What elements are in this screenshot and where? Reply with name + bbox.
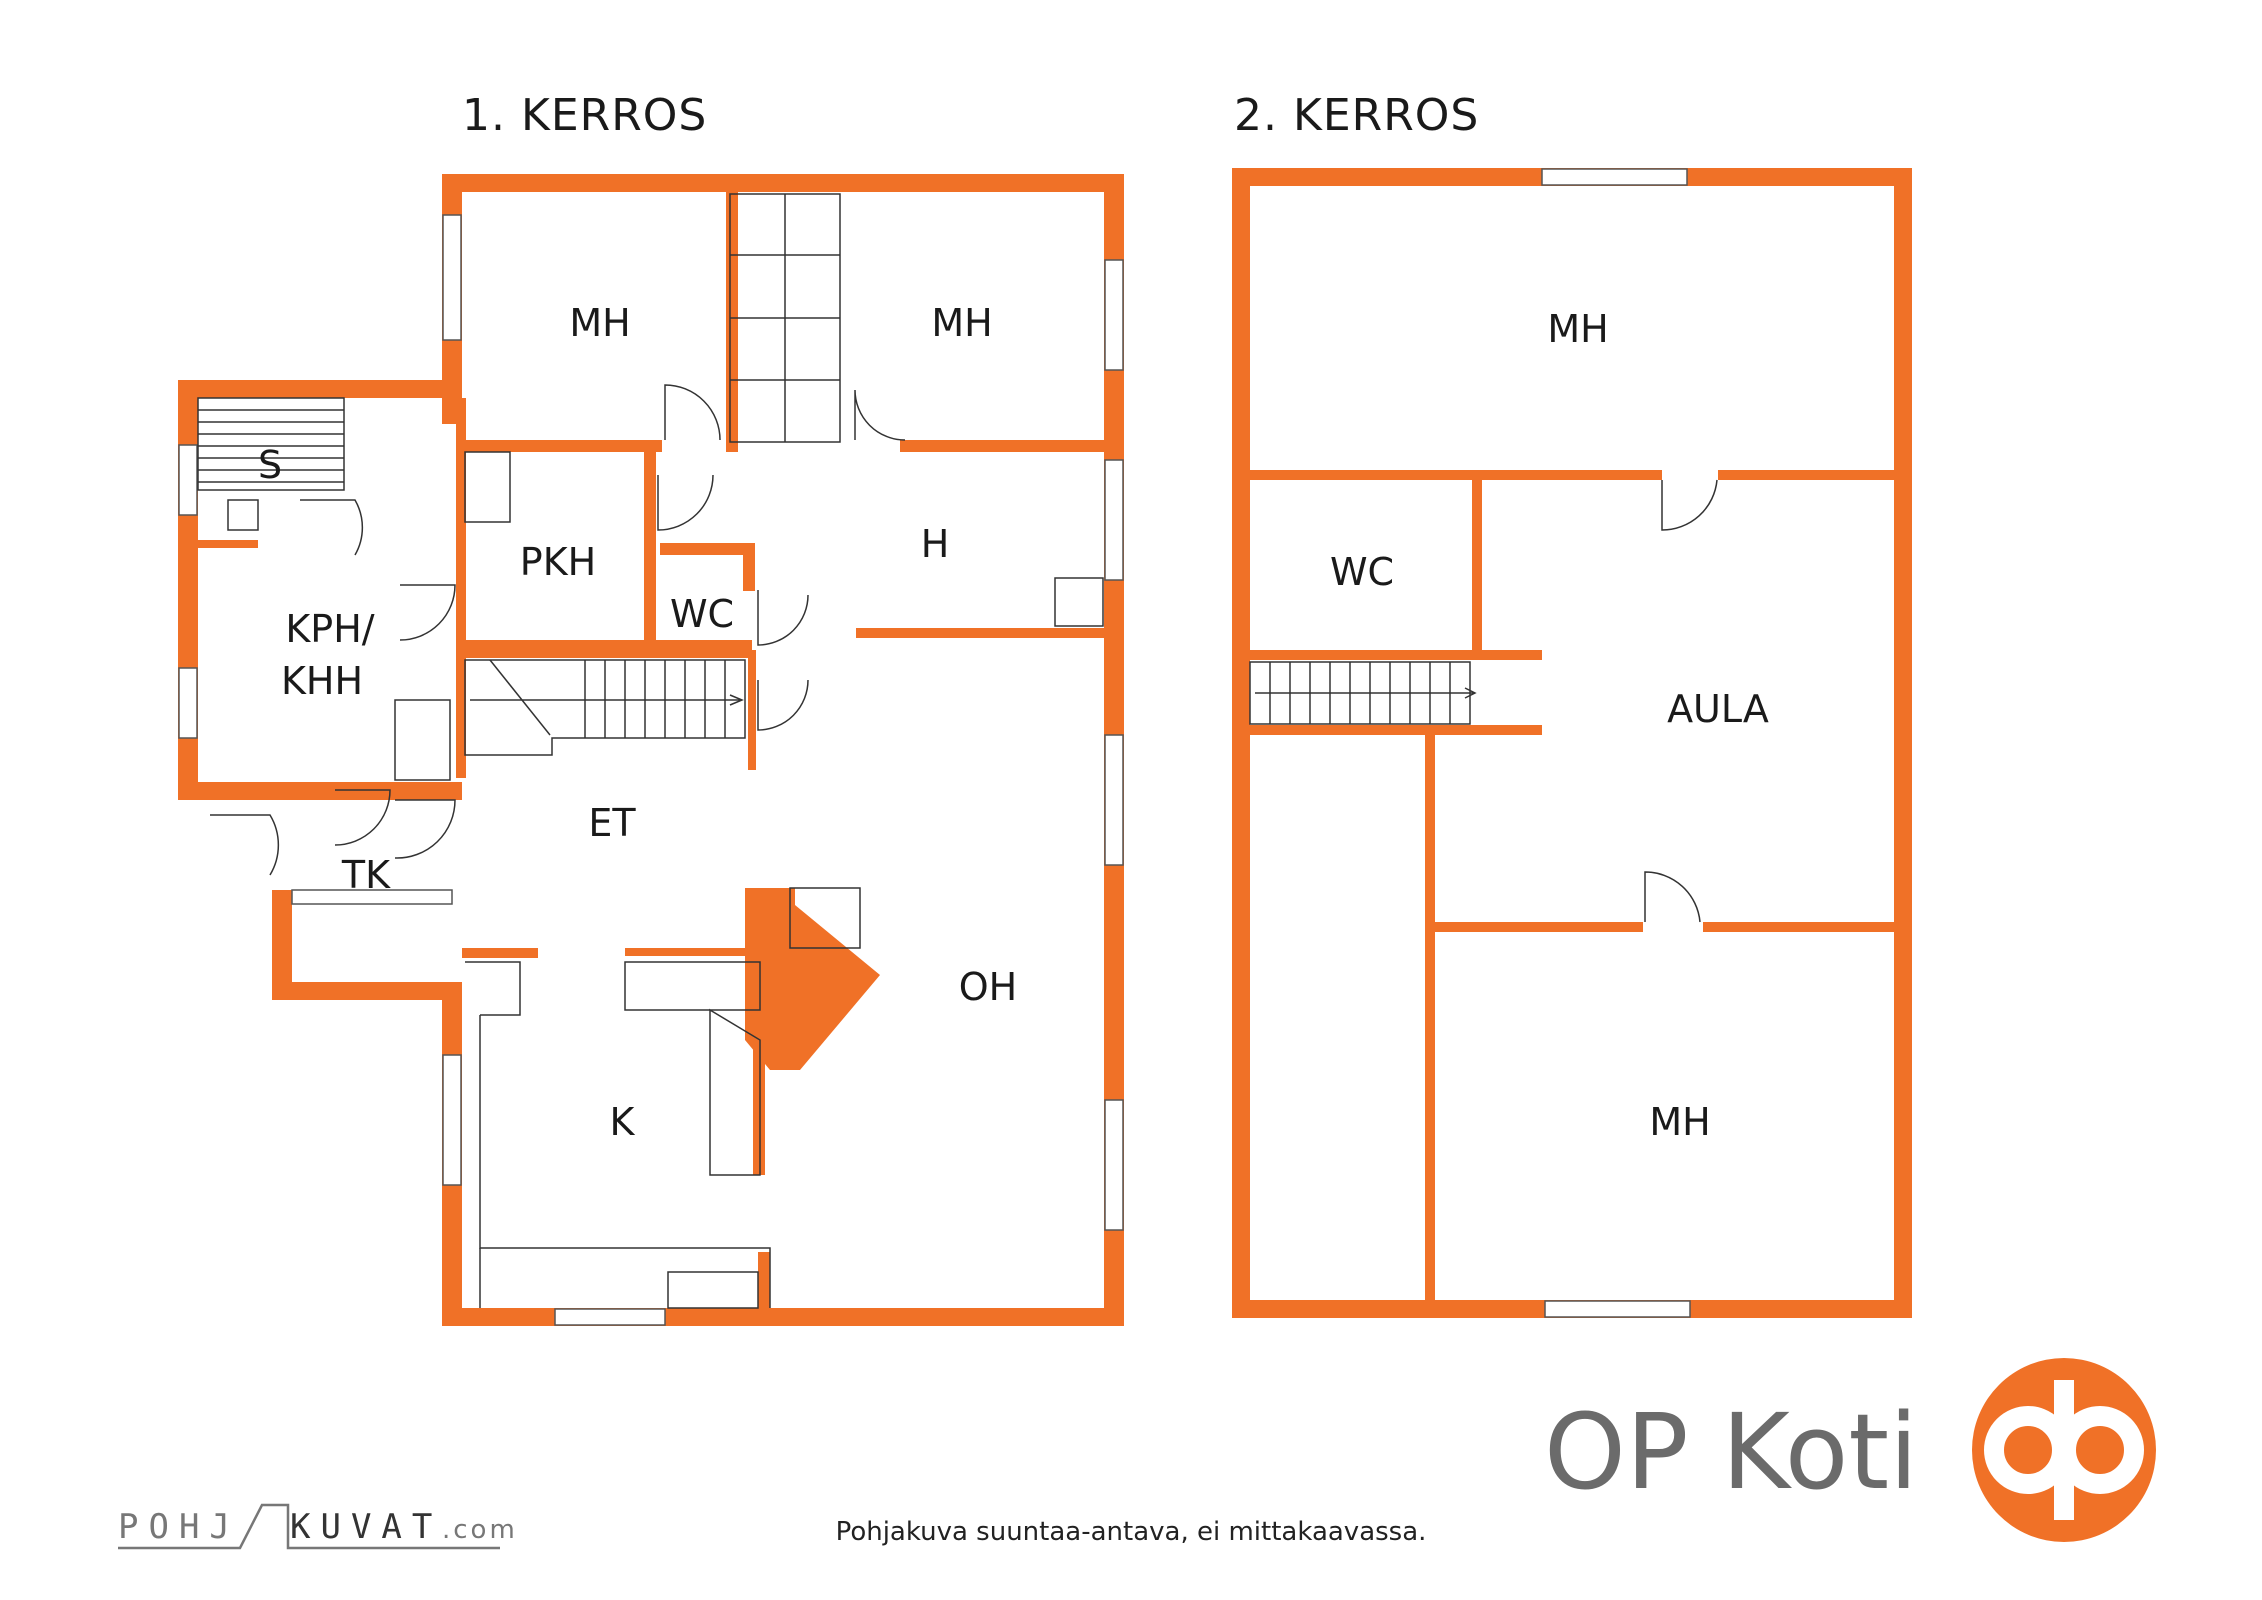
room-label-oh: OH [959, 965, 1017, 1009]
floor-1-doors [210, 384, 906, 876]
floor-1-kitchen [394, 451, 1104, 1309]
floor-1-walls [178, 174, 1124, 1326]
floor-1-stair-s [197, 397, 345, 531]
floor-1-stair-main [464, 659, 746, 756]
floor-2-plan [1232, 168, 1912, 1318]
floor-2-windows [1541, 168, 1691, 1318]
room-label-wc-2: WC [1330, 550, 1394, 594]
brand-name: OP Koti [1544, 1391, 1918, 1513]
floor-1-title: 1. KERROS [462, 90, 707, 141]
floor-2-doors [1644, 479, 1718, 923]
room-label-h: H [921, 522, 950, 566]
room-label-aula: AULA [1667, 687, 1769, 731]
room-label-khh: KHH [281, 659, 363, 703]
floor-2-walls [1232, 168, 1912, 1318]
floor-1-windows [178, 214, 1124, 1326]
floor-1-plan [178, 174, 1124, 1326]
room-label-mh-left: MH [569, 301, 630, 345]
watermark-tld: .com [442, 1515, 518, 1545]
room-label-mh-top-2: MH [1547, 307, 1608, 351]
watermark-right: KUVAT [290, 1507, 442, 1547]
pohjakuvat-logo: POHJ KUVAT .com [118, 1503, 518, 1550]
floor-1-stair-top [729, 193, 841, 443]
floor-2-stair [1249, 661, 1477, 725]
room-label-k: K [610, 1100, 636, 1144]
room-label-s: S [258, 443, 282, 487]
room-label-mh-right: MH [931, 301, 992, 345]
room-label-tk: TK [341, 853, 391, 897]
room-label-mh-bottom-2: MH [1649, 1100, 1710, 1144]
disclaimer-note: Pohjakuva suuntaa-antava, ei mittakaavas… [836, 1517, 1427, 1547]
watermark-left: POHJ [118, 1507, 240, 1547]
room-label-kph: KPH/ [285, 607, 374, 651]
room-label-et: ET [588, 801, 636, 845]
op-logo-icon [1972, 1358, 2156, 1542]
floor-2-title: 2. KERROS [1234, 90, 1479, 141]
room-label-pkh: PKH [520, 540, 596, 584]
room-label-wc-1: WC [670, 592, 734, 636]
